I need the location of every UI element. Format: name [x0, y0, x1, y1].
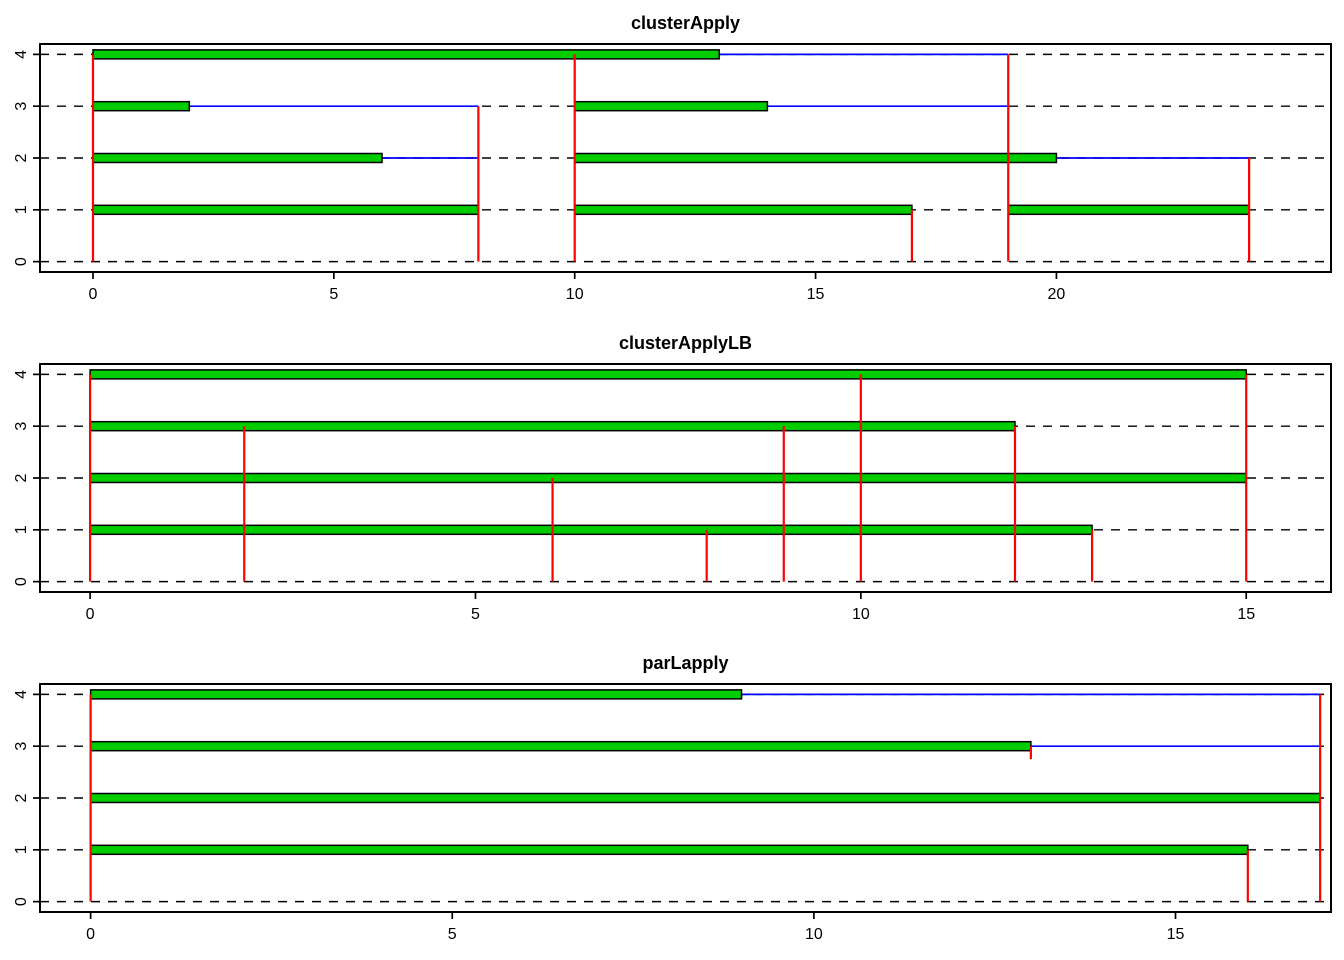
x-tick-label: 10	[852, 606, 870, 623]
panel-title: clusterApply	[630, 13, 741, 33]
plot-canvas: 0 5 10 15 20 0 1 2 3 4	[0, 40, 1344, 320]
y-tick-label: 4	[13, 50, 30, 59]
y-tick-label: 0	[13, 577, 30, 586]
y-tick-label: 0	[13, 897, 30, 906]
y-tick-label: 3	[13, 422, 30, 431]
compute-bar	[573, 204, 913, 216]
timing-chart-svg: 0 5 10 15 0 1 2 3 4	[13, 363, 1332, 623]
compute-bar	[92, 204, 480, 216]
x-tick-label: 15	[1237, 606, 1255, 623]
y-tick-label: 1	[13, 525, 30, 534]
panel-par-lapply: parLapply 0 5 10 15 0 1 2 3 4	[0, 640, 1344, 960]
x-tick-label: 5	[329, 286, 338, 303]
compute-bar	[89, 420, 1016, 432]
x-tick-label: 15	[807, 286, 825, 303]
compute-bar	[92, 152, 383, 164]
y-tick-label: 2	[13, 473, 30, 482]
compute-bar	[89, 369, 1247, 380]
x-tick-label: 5	[471, 606, 480, 623]
compute-bar	[89, 844, 1249, 856]
panel-title: parLapply	[642, 653, 729, 673]
x-tick-label: 20	[1048, 286, 1066, 303]
y-tick-label: 3	[13, 102, 30, 111]
compute-bar	[89, 472, 1247, 484]
x-tick-label: 10	[566, 286, 584, 303]
compute-bar	[89, 740, 1032, 752]
compute-bar	[1007, 204, 1250, 216]
timing-chart-svg: 0 5 10 15 20 0 1 2 3 4	[13, 43, 1332, 303]
y-tick-label: 3	[13, 742, 30, 751]
compute-bar	[92, 100, 191, 112]
plot-canvas: 0 5 10 15 0 1 2 3 4	[0, 360, 1344, 640]
y-tick-label: 1	[13, 845, 30, 854]
panel-cluster-apply-lb: clusterApplyLB 0 5 10 15 0 1 2 3 4	[0, 320, 1344, 640]
x-tick-label: 0	[86, 606, 95, 623]
compute-bar	[89, 524, 1093, 536]
compute-bar	[92, 49, 720, 60]
compute-bar	[89, 792, 1321, 804]
y-tick-label: 4	[13, 690, 30, 699]
x-tick-label: 0	[89, 286, 98, 303]
panel-cluster-apply: clusterApply 0 5 10 15 20 0 1 2 3 4	[0, 0, 1344, 320]
x-tick-label: 10	[805, 926, 823, 943]
timing-chart-svg: 0 5 10 15 0 1 2 3 4	[13, 683, 1332, 943]
compute-bar	[89, 689, 743, 700]
panel-title: clusterApplyLB	[618, 333, 753, 353]
x-tick-label: 5	[448, 926, 457, 943]
y-tick-label: 1	[13, 205, 30, 214]
x-tick-label: 0	[86, 926, 95, 943]
y-tick-label: 2	[13, 153, 30, 162]
compute-bar	[573, 100, 769, 112]
x-tick-label: 15	[1167, 926, 1185, 943]
y-tick-label: 4	[13, 370, 30, 379]
compute-bar	[573, 152, 1058, 164]
y-tick-label: 0	[13, 257, 30, 266]
y-tick-label: 2	[13, 793, 30, 802]
plot-canvas: 0 5 10 15 0 1 2 3 4	[0, 680, 1344, 960]
